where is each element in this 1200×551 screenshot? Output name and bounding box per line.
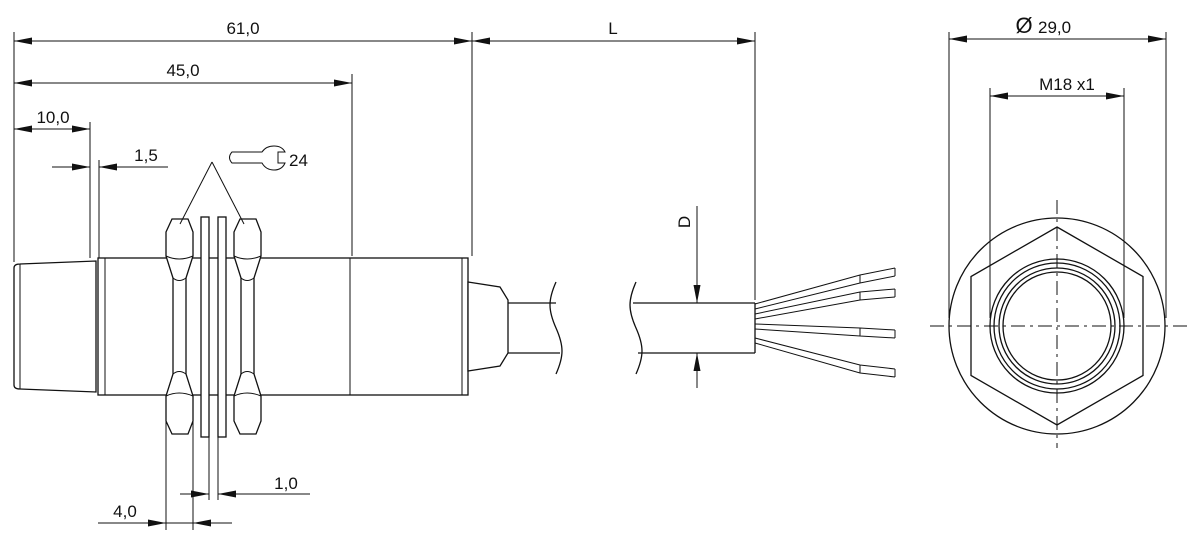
cable-wires [754,267,896,378]
overall-length-label: 61,0 [226,19,259,38]
threaded-body [97,257,469,396]
cable-diameter-label: D [675,216,694,228]
washer-thickness-label: 1,0 [274,474,298,493]
cable-break-right [629,281,643,375]
cable-gland [467,281,509,372]
front-length-label: 10,0 [36,108,69,127]
washer-left [200,216,210,438]
washer-right [217,216,227,438]
front-view [930,200,1192,448]
side-view: 24 [13,145,896,438]
cable-length-label: L [608,19,617,38]
diameter-symbol: Ø [1015,13,1032,38]
wrench-icon [229,145,286,171]
wrench-size-label: 24 [289,151,308,170]
outer-diameter-label: 29,0 [1038,18,1071,37]
nut-leader-right [211,161,245,225]
thread-size-label: M18 x1 [1039,75,1095,94]
front-dimensions: Ø 29,0 M18 x1 [948,13,1167,318]
nut-left [165,218,194,435]
sensor-front-cap [13,260,97,393]
side-dimensions: 61,0 L 45,0 10,0 1,5 1,0 [13,19,756,530]
nut-thickness-label: 4,0 [113,502,137,521]
nut-right [233,218,262,435]
nut-leader-left [179,161,213,225]
thread-length-label: 45,0 [166,61,199,80]
step-length-label: 1,5 [134,146,158,165]
cable-break-left [549,281,563,375]
